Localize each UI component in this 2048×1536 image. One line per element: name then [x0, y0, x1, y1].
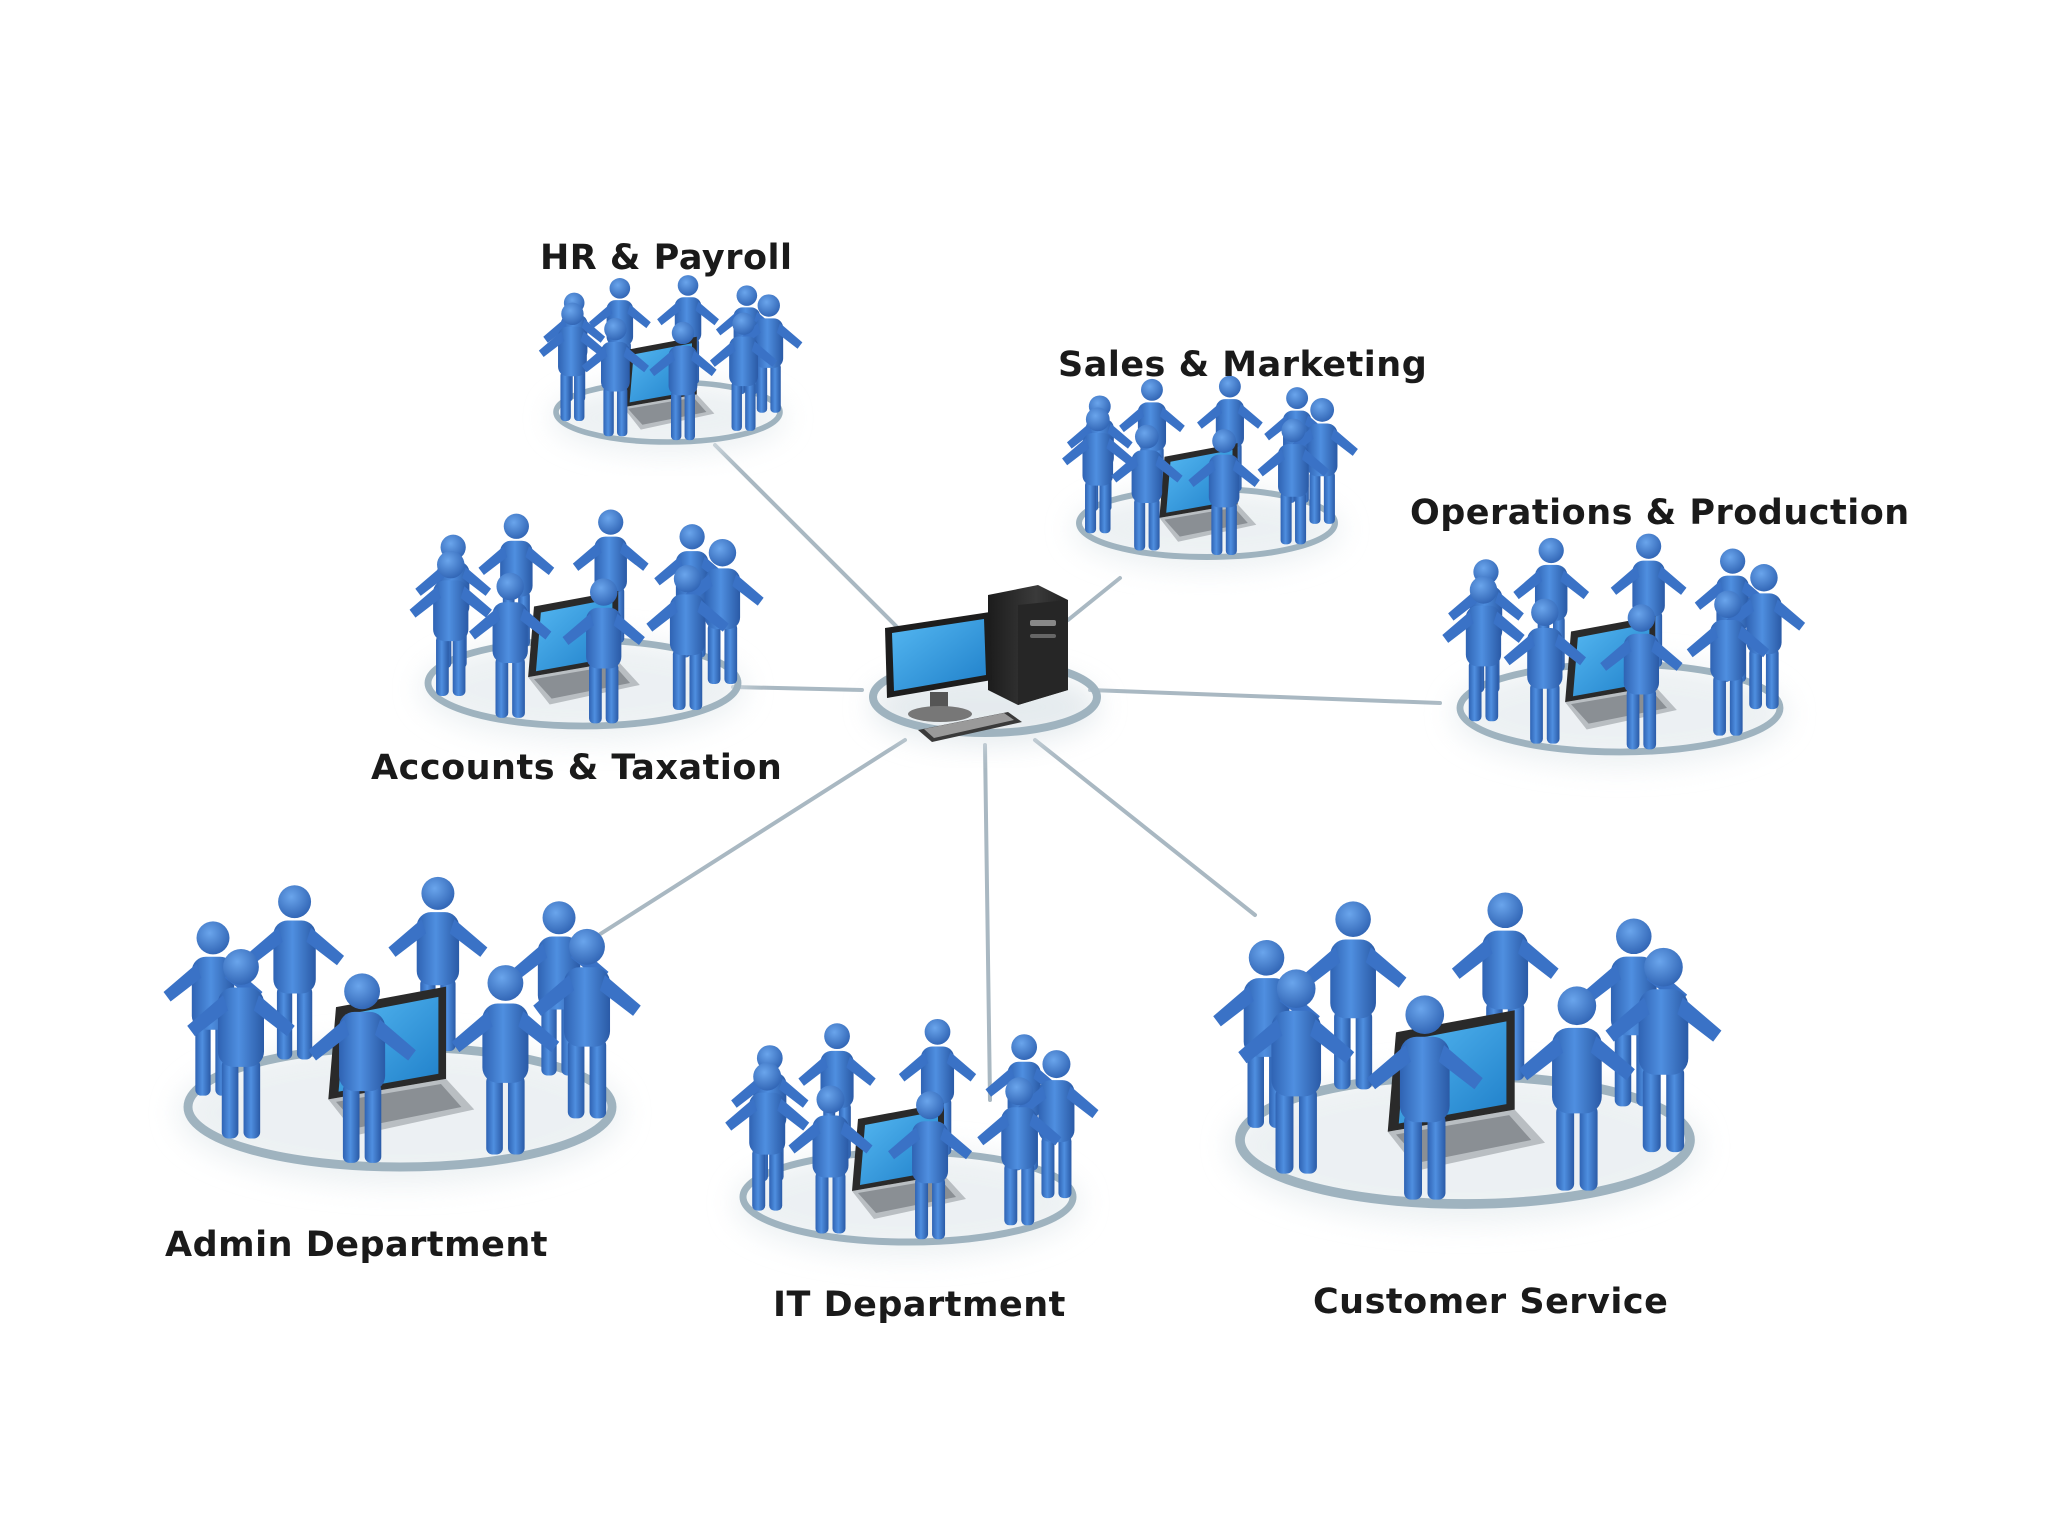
person-icon — [1366, 995, 1483, 1200]
connector-admin — [581, 738, 907, 947]
label-customer: Customer Service — [1313, 1282, 1669, 1322]
label-admin: Admin Department — [165, 1225, 549, 1265]
person-icon — [1503, 598, 1587, 744]
group-admin — [163, 876, 641, 1185]
person-icon — [1111, 424, 1183, 551]
person-icon — [1257, 418, 1330, 545]
group-it — [725, 1018, 1099, 1257]
label-sales: Sales & Marketing — [1058, 345, 1428, 385]
person-icon — [469, 572, 552, 718]
person-icon — [646, 565, 729, 711]
person-icon — [581, 317, 649, 437]
person-icon — [1442, 576, 1525, 722]
connector-it — [983, 743, 992, 1102]
person-icon — [1605, 947, 1722, 1153]
group-sales — [1062, 375, 1358, 570]
person-icon — [308, 973, 416, 1163]
person-icon — [725, 1062, 810, 1211]
person-icon — [1286, 398, 1358, 524]
person-icon — [1188, 429, 1260, 555]
person-icon — [1600, 604, 1683, 750]
desktop-computer-server-icon — [885, 585, 1068, 742]
central-computer — [869, 585, 1101, 745]
connector-lines — [581, 443, 1442, 1102]
person-icon — [533, 928, 641, 1119]
person-icon — [562, 578, 645, 724]
label-hr: HR & Payroll — [540, 238, 793, 278]
person-icon — [977, 1077, 1062, 1226]
person-icon — [1299, 901, 1407, 1090]
department-groups — [163, 275, 1806, 1257]
person-icon — [451, 965, 560, 1155]
person-icon — [1062, 407, 1134, 534]
label-operations: Operations & Production — [1410, 493, 1910, 533]
person-icon — [1238, 969, 1355, 1174]
person-icon — [649, 321, 717, 441]
group-accounts — [409, 509, 764, 741]
person-icon — [1518, 986, 1635, 1191]
connector-hr — [713, 443, 902, 632]
person-icon — [788, 1085, 873, 1234]
person-icon — [709, 312, 778, 431]
connector-sales — [1066, 576, 1122, 622]
label-accounts: Accounts & Taxation — [371, 748, 783, 788]
group-hr — [538, 275, 803, 454]
person-icon — [888, 1091, 973, 1240]
person-icon — [245, 885, 345, 1060]
connector-customer — [1033, 738, 1257, 917]
person-icon — [409, 550, 492, 696]
group-operations — [1442, 533, 1806, 767]
label-it: IT Department — [773, 1285, 1066, 1325]
connector-accounts — [731, 685, 864, 692]
person-icon — [187, 949, 295, 1139]
group-customer — [1213, 892, 1722, 1223]
connector-operations — [1088, 688, 1442, 705]
person-icon — [1686, 590, 1770, 736]
